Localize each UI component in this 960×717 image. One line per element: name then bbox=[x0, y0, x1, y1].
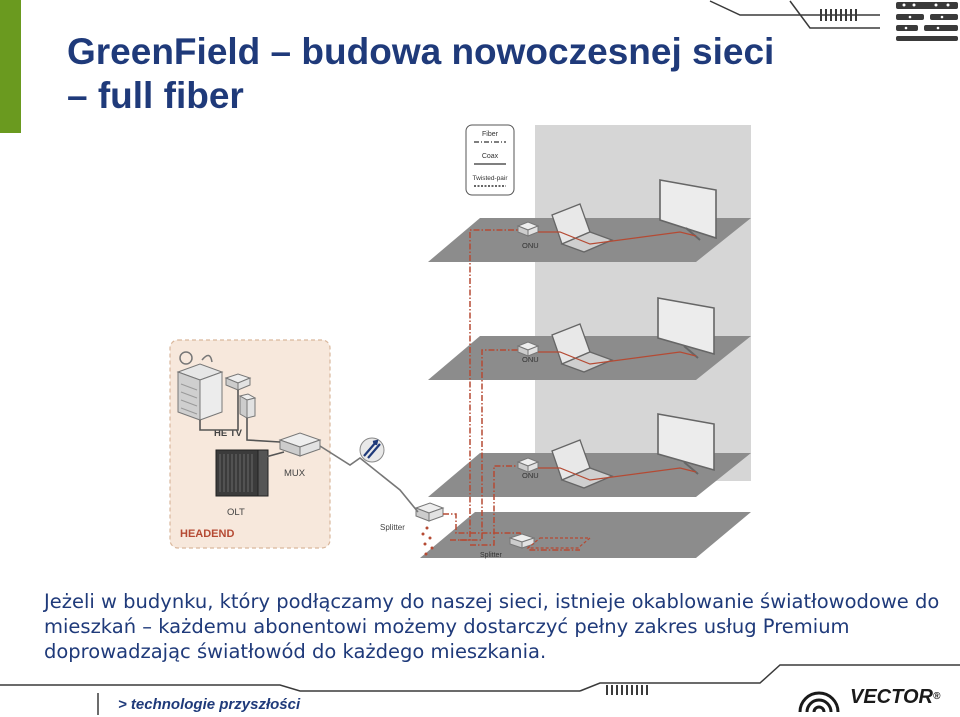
circuit-decoration-top bbox=[709, 0, 958, 41]
laptop-floor-3-icon bbox=[551, 203, 614, 253]
body-paragraph: Jeżeli w budynku, który podłączamy do na… bbox=[44, 590, 940, 663]
onu-floor-3-label: ONU bbox=[522, 241, 539, 250]
legend-fiber-label: Fiber bbox=[482, 131, 499, 138]
laptop-floor-1-icon bbox=[551, 439, 614, 489]
legend-coax-label: Coax bbox=[482, 153, 499, 160]
registered-mark: ® bbox=[932, 691, 941, 702]
fiber-drop-dots bbox=[421, 526, 434, 556]
floor-splitter-label: Splitter bbox=[480, 552, 502, 559]
headend-label: HEADEND bbox=[180, 528, 234, 540]
headend-cables bbox=[199, 390, 285, 465]
feeder-cable bbox=[319, 445, 419, 513]
encoder-box-icon bbox=[224, 373, 252, 391]
tv-floor-3-icon bbox=[659, 179, 717, 241]
onu-floor-1-label: ONU bbox=[522, 471, 539, 480]
olt-chassis-icon bbox=[215, 449, 269, 497]
satellite-dish-icon bbox=[179, 351, 213, 365]
fiber-network-diagram: Fiber Coax Twisted-pair HE TV bbox=[169, 124, 751, 559]
he-tv-server-icon bbox=[176, 363, 224, 421]
onu-floor-3-icon bbox=[516, 221, 540, 237]
slide-title-line1: GreenField – budowa nowoczesnej sieci bbox=[67, 31, 775, 72]
mux-label: MUX bbox=[284, 468, 306, 479]
basement-plate bbox=[420, 512, 751, 558]
main-splitter-label: Splitter bbox=[380, 523, 405, 532]
laptop-floor-2-icon bbox=[551, 323, 614, 373]
line-type-legend: Fiber Coax Twisted-pair bbox=[465, 124, 515, 196]
bidirectional-arrows-icon bbox=[359, 437, 385, 463]
onu-floor-2-label: ONU bbox=[522, 355, 539, 364]
footer-decoration bbox=[0, 664, 960, 715]
vector-logo-mark-icon bbox=[798, 691, 840, 713]
mux-device-icon bbox=[278, 432, 322, 457]
main-splitter-icon bbox=[414, 502, 445, 522]
slide-title-line2: – full fiber bbox=[67, 75, 244, 116]
accent-bar bbox=[0, 0, 21, 133]
legend-twisted-pair-label: Twisted-pair bbox=[472, 175, 508, 182]
riser-fiber-lines bbox=[443, 229, 580, 551]
footer-tagline: > technologie przyszłości bbox=[118, 696, 301, 713]
slide-title: GreenField – budowa nowoczesnej sieci – … bbox=[67, 30, 927, 118]
olt-label: OLT bbox=[227, 507, 245, 518]
vector-logo-text: VECTOR® bbox=[850, 686, 940, 708]
floor-splitter-icon bbox=[508, 533, 536, 549]
modulator-box-icon bbox=[238, 393, 257, 419]
he-tv-label: HE TV bbox=[214, 428, 243, 439]
onu-floor-1-icon bbox=[516, 457, 540, 473]
vector-logo-word: VECTOR bbox=[850, 686, 933, 708]
